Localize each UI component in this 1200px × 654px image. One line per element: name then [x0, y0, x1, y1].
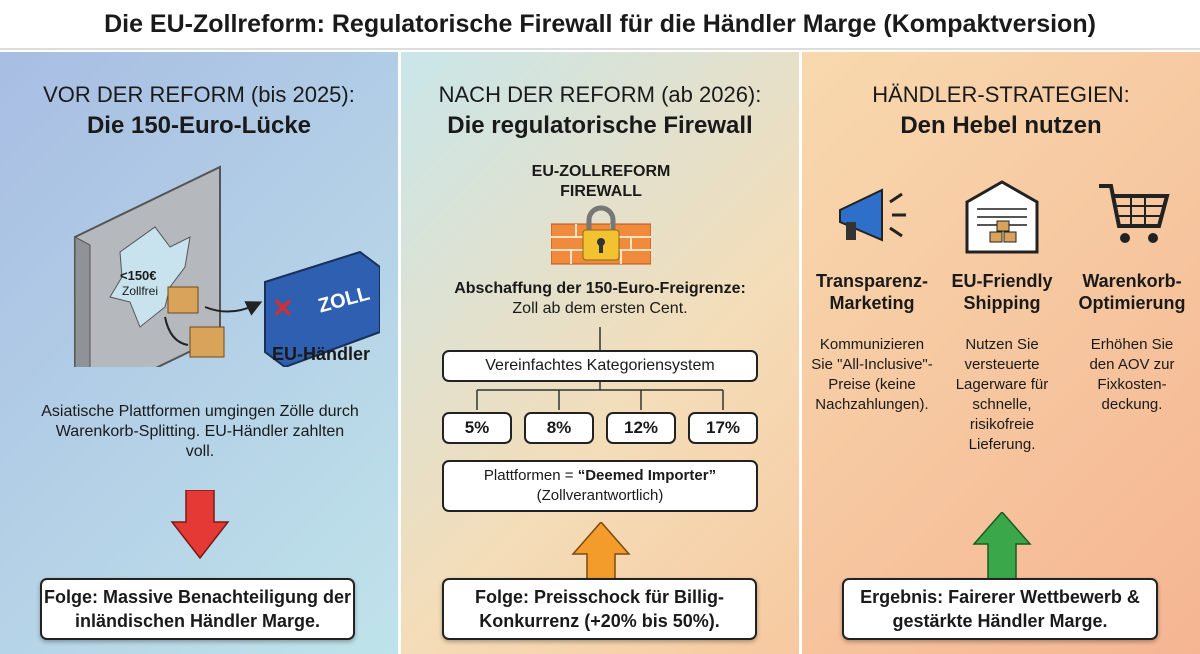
megaphone-icon — [839, 188, 906, 242]
deemed-importer-box: Plattformen = “Deemed Importer” (Zollver… — [442, 460, 758, 512]
connector-lines — [476, 327, 724, 410]
abolition-title: Abschaffung der 150-Euro-Freigrenze: — [454, 280, 746, 297]
arrow-up-icon — [972, 512, 1032, 584]
after-reform-panel: NACH DER REFORM (ab 2026): Die regulator… — [401, 52, 799, 654]
panel-subheading: Die regulatorische Firewall — [447, 112, 753, 139]
firewall-label: EU-ZOLLREFORM FIREWALL — [531, 163, 671, 200]
rate-box: 8% — [524, 412, 594, 444]
package-icon — [189, 326, 225, 358]
package-icon — [167, 286, 199, 314]
broken-wall-illustration: ✕ — [74, 165, 380, 367]
rate-box: 5% — [442, 412, 512, 444]
strategy-title: EU-Friendly Shipping — [951, 271, 1053, 313]
result-box: Ergebnis: Fairerer Wettbewerb & gestärkt… — [842, 578, 1158, 640]
strategy-text: Erhöhen Sie den AOV zur Fixkosten-deckun… — [1089, 336, 1175, 413]
before-reform-panel: VOR DER REFORM (bis 2025): Die 150-Euro-… — [0, 52, 398, 654]
container-label: EU-Händler — [272, 344, 371, 364]
rate-box: 12% — [606, 412, 676, 444]
panel-heading: NACH DER REFORM (ab 2026): — [438, 82, 762, 107]
panel-subheading: Den Hebel nutzen — [900, 112, 1102, 139]
deemed-sub: (Zollverantwortlich) — [536, 487, 664, 504]
abolition-text: Zoll ab dem ersten Cent. — [512, 300, 688, 317]
deemed-prefix: Plattformen = — [483, 467, 578, 484]
strategy-title: Transparenz-Marketing — [815, 271, 929, 313]
strategies-panel: HÄNDLER-STRATEGIEN: Den Hebel nutzen Tra… — [802, 52, 1200, 654]
wall-label-text: Zollfrei — [122, 284, 159, 298]
deemed-bold: “Deemed Importer” — [577, 467, 717, 484]
result-box: Folge: Massive Benachteiligung der inlän… — [40, 578, 355, 640]
panel-subheading: Die 150-Euro-Lücke — [86, 112, 312, 139]
warehouse-icon — [965, 180, 1039, 254]
category-system-box: Vereinfachtes Kategoriensystem — [442, 350, 758, 382]
arrow-up-icon — [571, 522, 631, 584]
panel-heading: VOR DER REFORM (bis 2025): — [43, 82, 355, 107]
panel-heading: HÄNDLER-STRATEGIEN: — [872, 82, 1130, 107]
description: Asiatische Plattformen umgingen Zölle du… — [41, 403, 359, 460]
page-title: Die EU-Zollreform: Regulatorische Firewa… — [0, 0, 1200, 50]
strategy-text: Kommunizieren Sie "All-Inclusive"-Preise… — [811, 336, 933, 413]
rate-box: 17% — [688, 412, 758, 444]
shopping-cart-icon — [1099, 184, 1170, 243]
strategy-text: Nutzen Sie versteuerte Lagerware für sch… — [955, 336, 1049, 453]
container-icon — [264, 250, 380, 367]
strategy-title: Warenkorb-Optimierung — [1078, 271, 1186, 313]
result-box: Folge: Preisschock für Billig-Konkurrenz… — [442, 578, 757, 640]
firewall-lock-icon — [551, 205, 651, 265]
cross-icon: ✕ — [272, 293, 294, 323]
wall-label-value: <150€ — [120, 268, 157, 283]
arrow-down-icon — [170, 490, 230, 560]
